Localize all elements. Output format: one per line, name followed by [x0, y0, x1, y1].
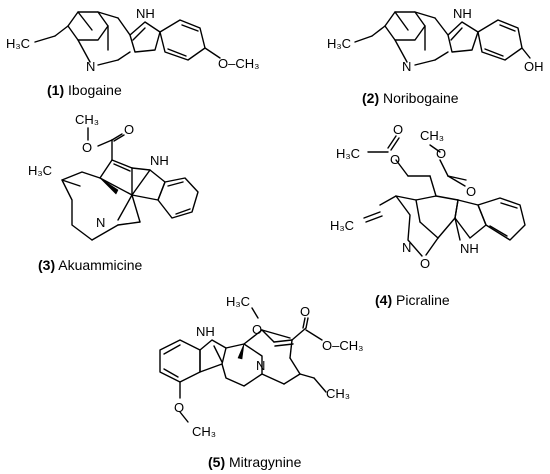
- picraline-atom-o-methoxy: O: [436, 146, 446, 161]
- structure-ibogaine: H₃C N NH O–CH₃ (1) Ibogaine: [6, 6, 259, 98]
- structure-noribogaine: H₃C N NH OH (2) Noribogaine: [327, 6, 544, 106]
- structure-mitragynine: H₃C O O O–CH₃ NH N CH₃ O CH₃ (5) Mitragy…: [159, 294, 363, 470]
- noribogaine-atom-h3c: H₃C: [327, 36, 351, 51]
- picraline-atom-nh: NH: [460, 241, 479, 256]
- noribogaine-atom-nh: NH: [453, 6, 472, 21]
- picraline-atom-h3c: H₃C: [330, 218, 354, 233]
- picraline-atom-o-carbonyl: O: [466, 184, 476, 199]
- ibogaine-atom-nh: NH: [136, 6, 155, 21]
- picraline-atom-n: N: [402, 240, 411, 255]
- noribogaine-atom-oh: OH: [524, 59, 544, 74]
- mitragynine-atom-n: N: [256, 358, 265, 373]
- akuammicine-atom-n: N: [96, 215, 105, 230]
- akuammicine-atom-nh: NH: [150, 153, 169, 168]
- ibogaine-atom-h3c: H₃C: [6, 36, 30, 51]
- akuammicine-atom-o-ester: O: [82, 140, 92, 155]
- caption-noribogaine: (2) Noribogaine: [362, 90, 459, 106]
- mitragynine-atom-ch3-ethyl: CH₃: [326, 386, 350, 401]
- picraline-atom-o-ring: O: [420, 256, 430, 271]
- caption-picraline: (4) Picraline: [375, 292, 450, 308]
- ibogaine-atom-n: N: [86, 59, 95, 74]
- caption-mitragynine: (5) Mitragynine: [208, 454, 302, 470]
- picraline-atom-h3c-acetyl: H₃C: [336, 146, 360, 161]
- mitragynine-atom-o-aryl: O: [174, 400, 184, 415]
- mitragynine-atom-ch3-aryl: CH₃: [192, 424, 216, 439]
- picraline-atom-o-acetyl: O: [393, 122, 403, 137]
- caption-ibogaine: (1) Ibogaine: [47, 82, 122, 98]
- mitragynine-atom-h3c: H₃C: [226, 294, 250, 309]
- akuammicine-atom-ch3: CH₃: [75, 112, 99, 127]
- noribogaine-atom-n: N: [402, 59, 411, 74]
- caption-akuammicine: (3) Akuammicine: [38, 257, 142, 273]
- akuammicine-atom-o-carbonyl: O: [124, 122, 134, 137]
- akuammicine-atom-h3c: H₃C: [28, 163, 52, 178]
- picraline-atom-o-acetoxy: O: [390, 152, 400, 167]
- mitragynine-atom-och3: O–CH₃: [322, 338, 363, 353]
- structure-akuammicine: CH₃ O O H₃C NH N (3) Akuammicine: [28, 112, 199, 273]
- structure-picraline: H₃C O O O CH₃ O H₃C N O NH (4) Picraline: [330, 122, 526, 308]
- ibogaine-atom-och3: O–CH₃: [218, 56, 259, 71]
- mitragynine-atom-o-carbonyl: O: [300, 304, 310, 319]
- mitragynine-atom-nh: NH: [196, 324, 215, 339]
- picraline-atom-ch3: CH₃: [420, 128, 444, 143]
- mitragynine-atom-o-ether: O: [252, 322, 262, 337]
